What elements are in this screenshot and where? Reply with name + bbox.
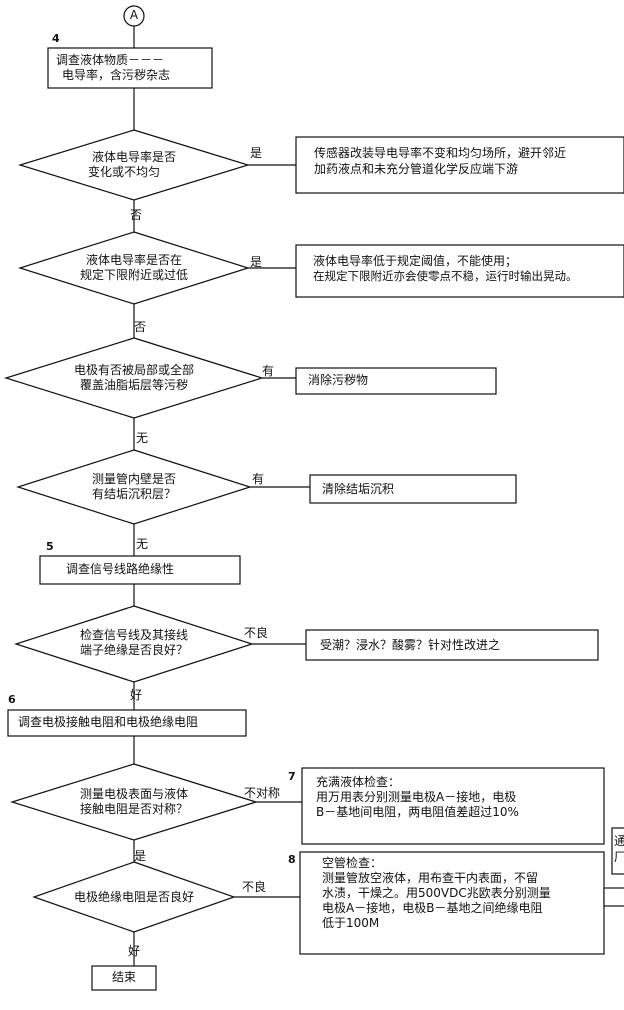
decision-electrode-coated-line1: 电极有否被局部或全部 [73,363,194,377]
label-good-2: 好 [128,944,141,958]
label-no-2: 否 [134,320,147,334]
label-yes-1: 是 [250,146,263,160]
partial-box-top-text: 通 [614,834,624,848]
result-empty-pipe-line5: 低于100M [322,916,380,930]
label-asym: 不对称 [244,786,281,800]
result-low-conductivity-line1: 液体电导率低于规定阈值，不能使用； [313,254,518,268]
box-investigate-liquid [47,47,213,89]
box-electrode-resistance-text: 调查电极接触电阻和电极绝缘电阻 [18,715,199,729]
result-full-liquid-line2: 用万用表分别测量电极A－接地，电极 [316,790,517,804]
box-signal-insulation [39,555,241,585]
step-number-6: 6 [8,693,16,706]
label-no-1: 否 [130,208,143,222]
step-number-5: 5 [46,540,54,553]
result-box-remove-dirt [295,367,497,395]
label-good-1: 好 [130,688,143,702]
box-investigate-liquid-line2: 电导率，含污秽杂志 [62,68,171,82]
connector-label: A [129,8,139,22]
step-number-7: 7 [288,770,296,783]
result-damp-check: 受潮？浸水？酸雾？针对性改进之 [320,638,501,652]
result-box-relocate-sensor [295,136,624,194]
box-investigate-liquid-line1: 调查液体物质－－－ [56,53,165,67]
result-box-damp-check [305,629,599,661]
decision-conductivity-low-line1: 液体电导率是否在 [85,253,182,267]
result-empty-pipe-line1: 空管检查： [322,856,383,870]
end-box-text: 结束 [111,970,136,984]
result-box-remove-scale [309,474,517,504]
result-full-liquid-line3: B－基地间电阻，两电阻值差超过10% [316,805,519,819]
label-has-1: 有 [262,364,275,378]
result-full-liquid-line1: 充满液体检查： [316,775,401,789]
step-number-8: 8 [288,853,296,866]
label-has-2: 有 [252,472,265,486]
label-none-2: 无 [136,537,149,551]
label-bad-2: 不良 [242,880,267,894]
result-relocate-sensor-line2: 加药液点和未充分管道化学反应端下游 [314,162,519,176]
decision-scale-deposit-line1: 测量管内壁是否 [91,472,176,486]
result-relocate-sensor-line1: 传感器改装导电导率不变和均匀场所，避开邻近 [314,146,567,160]
decision-signal-line-insulation-line2: 端子绝缘是否良好？ [79,643,188,657]
result-low-conductivity-line2: 在规定下限附近亦会使零点不稳，运行时输出晃动。 [313,269,578,283]
decision-signal-line-insulation-line1: 检查信号线及其接线 [79,628,188,642]
result-box-full-liquid-check [301,767,605,845]
partial-box-top [611,827,624,875]
partial-box-bottom [603,887,624,907]
label-bad-1: 不良 [244,626,269,640]
result-empty-pipe-line2: 测量管放空液体，用布查干内表面，不留 [322,871,539,885]
result-box-empty-pipe-check [299,851,605,955]
decision-contact-symmetry-line2: 接触电阻是否对称？ [79,802,188,816]
decision-conductivity-change-line2: 变化或不均匀 [87,165,160,179]
end-box [91,965,157,991]
result-remove-scale: 清除结垢沉积 [322,482,395,496]
result-remove-dirt: 消除污秽物 [308,373,369,387]
box-electrode-resistance [7,709,247,737]
result-empty-pipe-line3: 水渍，干燥之。用500VDC兆欧表分别测量 [322,886,551,900]
decision-electrode-insulation-text: 电极绝缘电阻是否良好 [73,890,194,904]
label-yes-3: 是 [134,849,147,863]
decision-scale-deposit-line2: 有结垢沉积层？ [91,487,176,501]
label-none-1: 无 [136,431,149,445]
decision-conductivity-low-line2: 规定下限附近或过低 [79,268,188,282]
decision-conductivity-change-line1: 液体电导率是否 [91,150,176,164]
result-box-low-conductivity [295,244,624,298]
partial-box-bottom-text: 厂 [614,850,624,864]
box-signal-insulation-text: 调查信号线路绝缘性 [66,562,175,576]
decision-electrode-coated-line2: 覆盖油脂垢层等污秽 [79,378,188,392]
label-yes-2: 是 [250,255,263,269]
result-empty-pipe-line4: 电极A－接地，电极B－基地之间绝缘电阻 [322,901,543,915]
step-number-4: 4 [52,32,60,45]
decision-contact-symmetry-line1: 测量电极表面与液体 [79,787,188,801]
